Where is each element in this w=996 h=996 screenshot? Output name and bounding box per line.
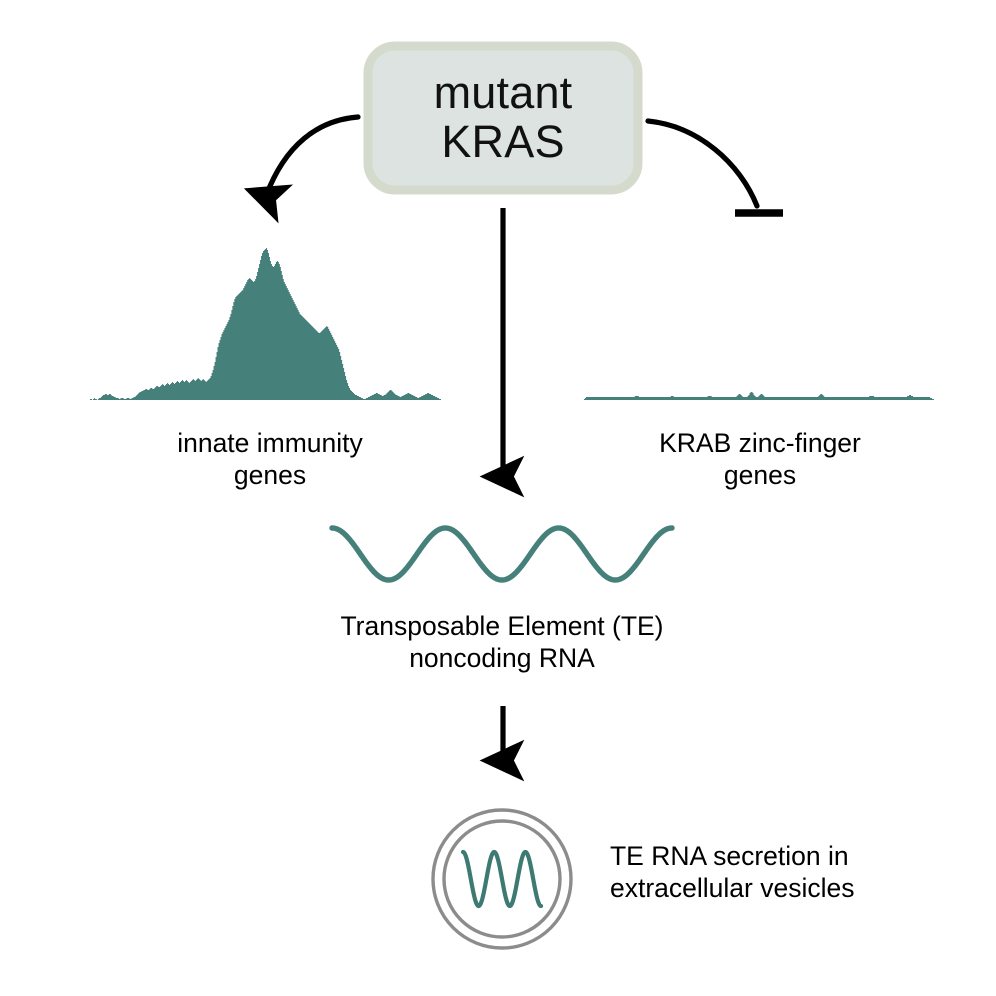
inhibition-curve-icon bbox=[645, 118, 760, 209]
activation-arrow-left bbox=[243, 114, 361, 224]
curved-arrow-icon bbox=[243, 114, 361, 224]
vesicle-outer-circle bbox=[431, 808, 573, 950]
genome-signal-peak-icon bbox=[88, 248, 444, 400]
vesicle-inner-circle bbox=[442, 819, 562, 939]
extracellular-vesicle-icon bbox=[431, 808, 573, 950]
mutant-kras-label: mutant KRAS bbox=[368, 46, 638, 190]
mutant-kras-box[interactable] bbox=[363, 41, 643, 195]
label-te-noncoding-rna: Transposable Element (TE) noncoding RNA bbox=[340, 611, 664, 674]
mutant-kras-label-line2: KRAS bbox=[441, 116, 565, 167]
rna-wave-icon bbox=[329, 525, 675, 583]
genome-signal-flat-icon bbox=[583, 392, 936, 400]
rna-wave-icon bbox=[460, 849, 544, 909]
label-innate-immunity-genes: innate immunity genes bbox=[177, 428, 363, 491]
label-vesicle-secretion: TE RNA secretion in extracellular vesicl… bbox=[610, 841, 855, 904]
label-krab-zinc-finger-genes: KRAB zinc-finger genes bbox=[659, 428, 861, 491]
mutant-kras-node[interactable] bbox=[363, 41, 643, 195]
mutant-kras-label-line1: mutant bbox=[433, 67, 573, 119]
inhibition-arrow-right bbox=[645, 118, 783, 217]
